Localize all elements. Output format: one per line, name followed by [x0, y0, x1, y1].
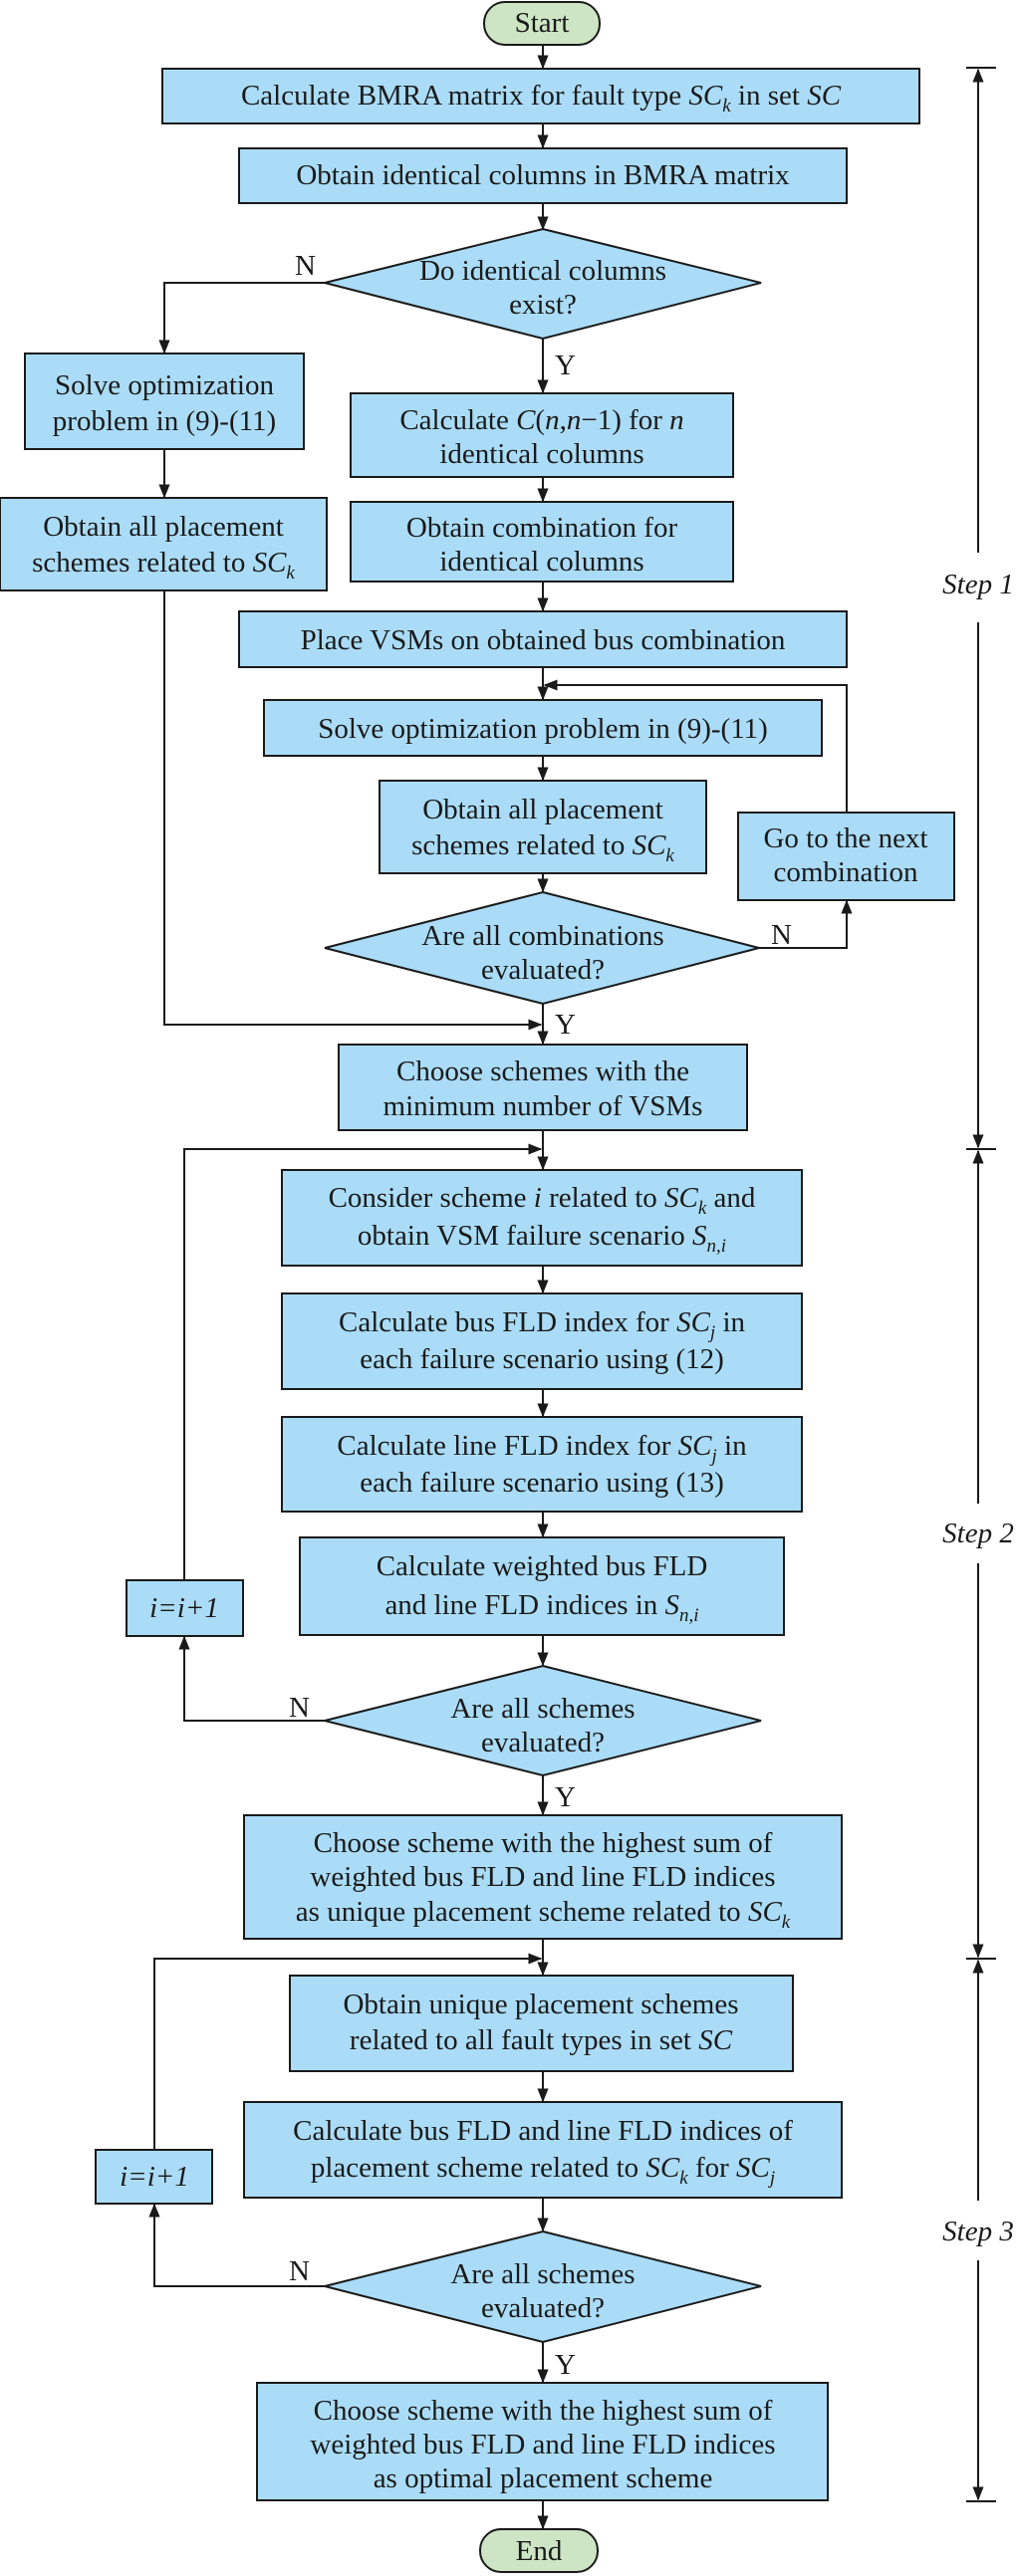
yes-label: Y [555, 1781, 576, 1813]
svg-text:Are all schemes: Are all schemes [450, 2258, 635, 2290]
svg-text:weighted bus FLD and line FLD: weighted bus FLD and line FLD indices [310, 2429, 775, 2460]
consider-scheme-box: Consider scheme i related to SCk and obt… [281, 1169, 803, 1267]
svg-text:Obtain all placement: Obtain all placement [43, 511, 284, 543]
svg-text:and line FLD indices in Sn,i: and line FLD indices in Sn,i [384, 1589, 698, 1626]
svg-text:Calculate C(n,n−1) for n: Calculate C(n,n−1) for n [399, 404, 683, 436]
no-label: N [295, 250, 316, 282]
svg-text:placement scheme related to SC: placement scheme related to SCk for SCj [311, 2152, 775, 2189]
choose-optimal-box: Choose scheme with the highest sum of we… [256, 2382, 829, 2501]
yes-label: Y [555, 2349, 576, 2381]
bmra-text: Calculate BMRA matrix for fault type SCk… [241, 80, 842, 117]
weighted-indices-box: Calculate weighted bus FLD and line FLD … [299, 1536, 785, 1636]
svg-text:evaluated?: evaluated? [481, 1727, 605, 1758]
increment-box-1: i=i+1 [126, 1579, 244, 1637]
increment-box-2: i=i+1 [95, 2149, 213, 2205]
svg-text:Obtain all placement: Obtain all placement [422, 794, 663, 825]
identical-columns-decision: Do identical columns exist? [324, 227, 762, 341]
svg-text:each failure scenario using (1: each failure scenario using (12) [360, 1343, 724, 1375]
svg-text:schemes related to SCk: schemes related to SCk [411, 829, 674, 866]
svg-text:Obtain combination for: Obtain combination for [406, 512, 678, 544]
connectors [148, 46, 853, 2530]
svg-text:Calculate bus FLD index for SC: Calculate bus FLD index for SCj in [339, 1306, 746, 1343]
svg-text:Consider scheme i related to S: Consider scheme i related to SCk and [329, 1182, 756, 1219]
solve-mid-box: Solve optimization problem in (9)-(11) [263, 699, 823, 757]
identical-columns-box: Obtain identical columns in BMRA matrix [238, 147, 848, 204]
end-terminal: End [479, 2528, 599, 2573]
start-terminal: Start [483, 1, 601, 46]
step-brackets [966, 67, 996, 2502]
svg-text:Obtain identical columns in BM: Obtain identical columns in BMRA matrix [296, 159, 790, 191]
svg-text:Are all schemes: Are all schemes [450, 1693, 635, 1725]
no-label: N [771, 919, 792, 951]
svg-text:Calculate bus FLD and line FLD: Calculate bus FLD and line FLD indices o… [293, 2115, 793, 2147]
svg-text:Start: Start [515, 7, 570, 39]
svg-text:Do identical columns: Do identical columns [419, 255, 666, 287]
svg-text:Place VSMs on obtained bus com: Place VSMs on obtained bus combination [301, 624, 786, 656]
svg-text:exist?: exist? [509, 289, 577, 321]
svg-text:Obtain unique placement scheme: Obtain unique placement schemes [343, 1989, 738, 2020]
obtain-left-box: Obtain all placement schemes related to … [0, 497, 328, 591]
calc-all-indices-box: Calculate bus FLD and line FLD indices o… [243, 2101, 843, 2199]
svg-text:evaluated?: evaluated? [481, 2292, 605, 2324]
yes-label: Y [555, 350, 576, 381]
svg-text:i=i+1: i=i+1 [120, 2161, 189, 2193]
svg-text:identical columns: identical columns [439, 546, 643, 578]
no-label: N [289, 2255, 310, 2287]
step-2-label: Step 2 [942, 1518, 1014, 1549]
bus-fld-box: Calculate bus FLD index for SCj in each … [281, 1292, 803, 1390]
place-vsm-box: Place VSMs on obtained bus combination [238, 610, 848, 668]
svg-text:as unique placement scheme rel: as unique placement scheme related to SC… [296, 1896, 791, 1933]
no-label: N [289, 1692, 310, 1724]
svg-text:related to all fault types in: related to all fault types in set SC [350, 2024, 733, 2056]
svg-text:minimum number of VSMs: minimum number of VSMs [383, 1090, 703, 1122]
obtain-mid-box: Obtain all placement schemes related to … [379, 780, 707, 874]
svg-text:each failure scenario using (1: each failure scenario using (13) [360, 1467, 724, 1499]
svg-text:Calculate line FLD index for S: Calculate line FLD index for SCj in [337, 1430, 747, 1467]
solve-left-box: Solve optimization problem in (9)-(11) [24, 352, 305, 450]
svg-text:combination: combination [774, 856, 918, 888]
choose-unique-box: Choose scheme with the highest sum of we… [243, 1814, 843, 1940]
bmra-box: Calculate BMRA matrix for fault type SCk… [161, 68, 920, 124]
svg-text:schemes related to SCk: schemes related to SCk [32, 547, 295, 584]
combinations-decision: Are all combinations evaluated? [324, 890, 760, 1006]
next-combination-box: Go to the next combination [737, 812, 955, 901]
svg-text:evaluated?: evaluated? [481, 954, 605, 986]
svg-text:Calculate weighted bus FLD: Calculate weighted bus FLD [377, 1550, 708, 1582]
svg-text:Are all combinations: Are all combinations [421, 920, 663, 952]
schemes-decision-1: Are all schemes evaluated? [324, 1664, 762, 1777]
svg-text:problem in (9)-(11): problem in (9)-(11) [53, 405, 276, 437]
step-3-label: Step 3 [942, 2216, 1014, 2247]
yes-label: Y [555, 1009, 576, 1041]
schemes-decision-2: Are all schemes evaluated? [324, 2229, 762, 2344]
svg-text:weighted bus FLD and line FLD: weighted bus FLD and line FLD indices [310, 1861, 775, 1893]
svg-text:Go to the next: Go to the next [763, 822, 927, 854]
svg-text:Choose schemes with the: Choose schemes with the [396, 1055, 689, 1087]
obtain-combination-box: Obtain combination for identical columns [350, 501, 734, 583]
obtain-unique-box: Obtain unique placement schemes related … [289, 1975, 794, 2072]
svg-text:End: End [516, 2535, 563, 2567]
step-1-label: Step 1 [942, 569, 1014, 600]
svg-text:as optimal placement scheme: as optimal placement scheme [374, 2462, 713, 2494]
line-fld-box: Calculate line FLD index for SCj in each… [281, 1416, 803, 1513]
svg-text:Solve optimization problem in: Solve optimization problem in (9)-(11) [318, 713, 768, 745]
calc-cn-box: Calculate C(n,n−1) for n identical colum… [350, 392, 734, 478]
choose-min-box: Choose schemes with the minimum number o… [338, 1044, 748, 1131]
svg-text:Choose scheme with the highest: Choose scheme with the highest sum of [314, 1827, 773, 1859]
svg-text:Choose scheme with the highest: Choose scheme with the highest sum of [314, 2395, 773, 2427]
svg-text:Solve optimization: Solve optimization [55, 369, 274, 401]
svg-text:i=i+1: i=i+1 [149, 1592, 219, 1624]
svg-text:identical columns: identical columns [439, 438, 643, 470]
svg-text:obtain VSM failure scenario Sn: obtain VSM failure scenario Sn,i [358, 1220, 726, 1257]
